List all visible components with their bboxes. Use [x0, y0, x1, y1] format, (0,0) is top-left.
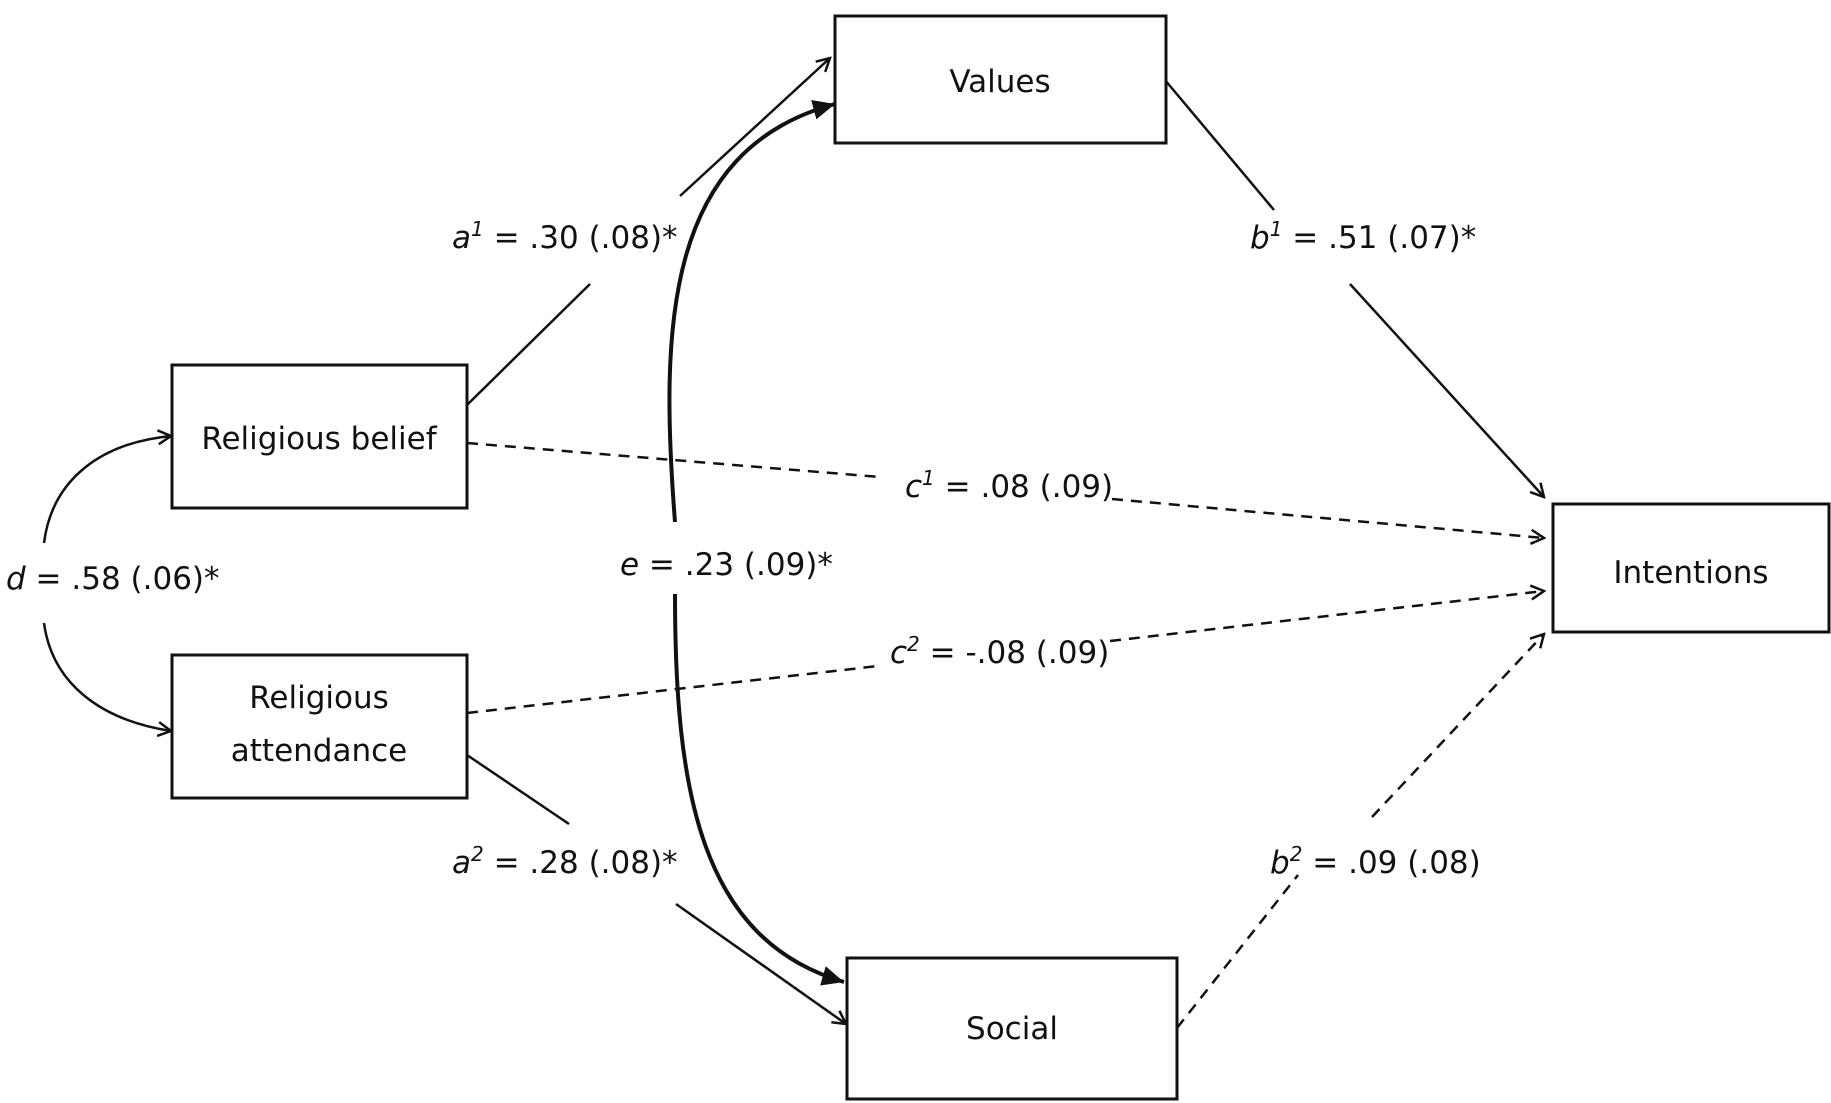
curve-e-lower: [673, 593, 845, 986]
label-a1-sup: 1: [471, 217, 484, 241]
label-a1-value: = .30 (.08)*: [484, 220, 678, 256]
label-c1-letter: c: [905, 469, 922, 505]
label-b2-letter: b: [1270, 845, 1290, 881]
path-c1-left: [466, 441, 881, 479]
label-b2: b2 = .09 (.08): [1270, 842, 1481, 881]
label-c1-value: = .08 (.09): [935, 469, 1113, 505]
label-b1-letter: b: [1250, 220, 1270, 256]
label-a1: a1 = .30 (.08)*: [452, 217, 678, 256]
label-c2-value: = -.08 (.09): [920, 635, 1110, 671]
curve-d-upper: [42, 436, 171, 544]
node-intentions: Intentions: [1551, 502, 1831, 634]
node-religious-attendance: Religious attendance: [170, 653, 469, 800]
node-values-label: Values: [949, 64, 1050, 100]
label-e-value: = .23 (.09)*: [639, 547, 833, 583]
label-b1: b1 = .51 (.07)*: [1250, 217, 1476, 256]
curve-d-lower: [42, 622, 171, 731]
path-b1-upper: [1164, 79, 1275, 211]
label-e: e = .23 (.09)*: [620, 547, 833, 583]
path-b2-upper: [1371, 634, 1544, 818]
node-social-label: Social: [966, 1011, 1058, 1047]
curve-e-upper: [667, 100, 836, 523]
path-c2-left: [466, 664, 879, 715]
path-a1-lower: [466, 283, 591, 406]
node-values: Values: [833, 14, 1168, 145]
node-religious-belief-label: Religious belief: [201, 421, 437, 457]
node-religious-belief: Religious belief: [170, 363, 469, 510]
path-c1-right: [1111, 497, 1544, 538]
label-c2-sup: 2: [907, 632, 920, 656]
label-a2: a2 = .28 (.08)*: [452, 842, 678, 881]
label-b1-value: = .51 (.07)*: [1282, 220, 1476, 256]
path-b2-lower: [1176, 874, 1299, 1029]
label-d-letter: d: [6, 561, 26, 597]
label-b2-sup: 2: [1290, 842, 1303, 866]
label-b1-sup: 1: [1270, 217, 1283, 241]
path-c2-right: [1109, 591, 1544, 643]
path-a2-upper: [466, 753, 570, 826]
label-a2-letter: a: [452, 845, 471, 881]
label-b2-value: = .09 (.08): [1302, 845, 1480, 881]
label-c2: c2 = -.08 (.09): [890, 632, 1109, 671]
label-d-value: = .58 (.06)*: [26, 561, 220, 597]
label-c1-sup: 1: [922, 466, 935, 490]
label-a2-value: = .28 (.08)*: [484, 845, 678, 881]
path-a2-lower: [675, 902, 846, 1024]
label-d: d = .58 (.06)*: [6, 561, 220, 597]
node-intentions-label: Intentions: [1613, 555, 1768, 591]
node-social: Social: [845, 956, 1179, 1101]
label-c1: c1 = .08 (.09): [905, 466, 1113, 505]
node-religious-attendance-label-line2: attendance: [231, 733, 407, 769]
path-b1-lower: [1349, 283, 1544, 497]
path-a1-upper: [679, 58, 830, 197]
node-religious-attendance-label-line1: Religious: [249, 680, 389, 716]
label-a2-sup: 2: [471, 842, 484, 866]
label-c2-letter: c: [890, 635, 907, 671]
label-e-letter: e: [620, 547, 639, 583]
label-a1-letter: a: [452, 220, 471, 256]
